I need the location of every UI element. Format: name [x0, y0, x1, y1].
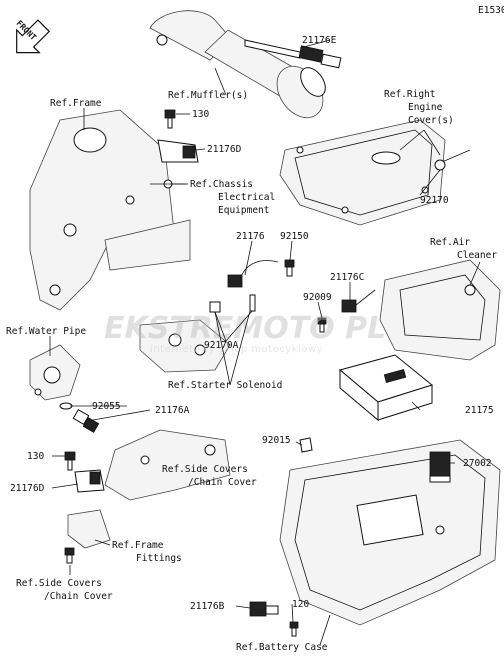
callout-battery-case: Ref.Battery Case	[236, 642, 328, 653]
side-cover-bracket-ref-part	[104, 429, 231, 501]
callout-92055: 92055	[92, 401, 121, 412]
callout-frame-fittings-2: Fittings	[136, 553, 182, 564]
callout-chassis-2: Electrical	[218, 192, 275, 203]
callout-21176E: 21176E	[302, 35, 337, 46]
clip-92015	[299, 437, 313, 453]
callout-130-upper: 130	[192, 109, 209, 120]
callout-frame-fittings-1: Ref.Frame	[112, 540, 164, 551]
callout-21176D-lower: 21176D	[10, 483, 45, 494]
sensor-21176D-upper	[157, 139, 199, 163]
watermark-tagline: internetowy sklep motocyklowy	[150, 344, 323, 355]
callout-120: 120	[292, 599, 309, 610]
callout-starter-solenoid: Ref.Starter Solenoid	[168, 380, 282, 391]
callout-21175: 21175	[465, 405, 494, 416]
callout-water-pipe: Ref.Water Pipe	[6, 326, 86, 337]
callout-right-cover-1: Ref.Right	[384, 89, 435, 100]
side-cover-screw	[64, 547, 75, 564]
sensor-21176A	[72, 408, 100, 433]
clamp-92170A	[209, 294, 256, 313]
muffler-ref-part	[149, 10, 326, 119]
callout-side-covers-a-2: /Chain Cover	[188, 477, 257, 488]
right-engine-cover-ref-part	[279, 119, 446, 226]
callout-side-covers-b-1: Ref.Side Covers	[16, 578, 102, 589]
bolt-130-upper	[164, 109, 176, 129]
relay-27002	[429, 451, 451, 483]
sensor-21176	[227, 260, 279, 288]
frame-fittings-ref-part	[67, 509, 111, 549]
callout-92170A: 92170A	[204, 340, 239, 351]
callout-21176: 21176	[236, 231, 265, 242]
callout-air-cleaner-2: Cleaner	[457, 250, 497, 261]
diagram-code: E1530	[478, 5, 504, 16]
callout-27002: 27002	[463, 458, 492, 469]
callout-92150: 92150	[280, 231, 309, 242]
callout-side-covers-b-2: /Chain Cover	[44, 591, 113, 602]
sensor-21176B	[249, 601, 279, 617]
front-arrow-icon: FRONT	[15, 19, 51, 54]
frame-ref-part	[29, 109, 191, 311]
sensor-21176E	[244, 39, 342, 69]
ecu-21175	[338, 354, 434, 422]
callout-21176B: 21176B	[190, 601, 225, 612]
callout-chassis-3: Equipment	[218, 205, 269, 216]
callout-right-cover-3: Cover(s)	[408, 115, 454, 126]
callout-chassis-1: Ref.Chassis	[190, 179, 253, 190]
callout-21176D-upper: 21176D	[207, 144, 242, 155]
starter-solenoid-ref-part	[139, 319, 231, 373]
callout-right-cover-2: Engine	[408, 102, 443, 113]
callout-air-cleaner-1: Ref.Air	[430, 237, 470, 248]
callout-muffler: Ref.Muffler(s)	[168, 90, 248, 101]
callout-92015: 92015	[262, 435, 291, 446]
callout-21176A: 21176A	[155, 405, 190, 416]
callout-side-covers-a-1: Ref.Side Covers	[162, 464, 248, 475]
leader-lines	[49, 39, 481, 646]
clamp-92170	[434, 149, 471, 171]
callout-92009: 92009	[303, 292, 332, 303]
sensor-21176D-lower	[74, 469, 105, 493]
bolt-92150	[284, 259, 295, 277]
callout-21176C: 21176C	[330, 272, 364, 283]
air-cleaner-ref-part	[379, 259, 501, 361]
bolt-120	[289, 621, 299, 637]
callout-130-lower: 130	[27, 451, 44, 462]
callout-92170: 92170	[420, 195, 449, 206]
callout-frame: Ref.Frame	[50, 98, 102, 109]
sensor-21176C	[341, 289, 376, 313]
bolt-130-lower	[64, 451, 76, 471]
water-pipe-ref-part	[29, 344, 81, 401]
battery-case-ref-part	[279, 439, 501, 626]
